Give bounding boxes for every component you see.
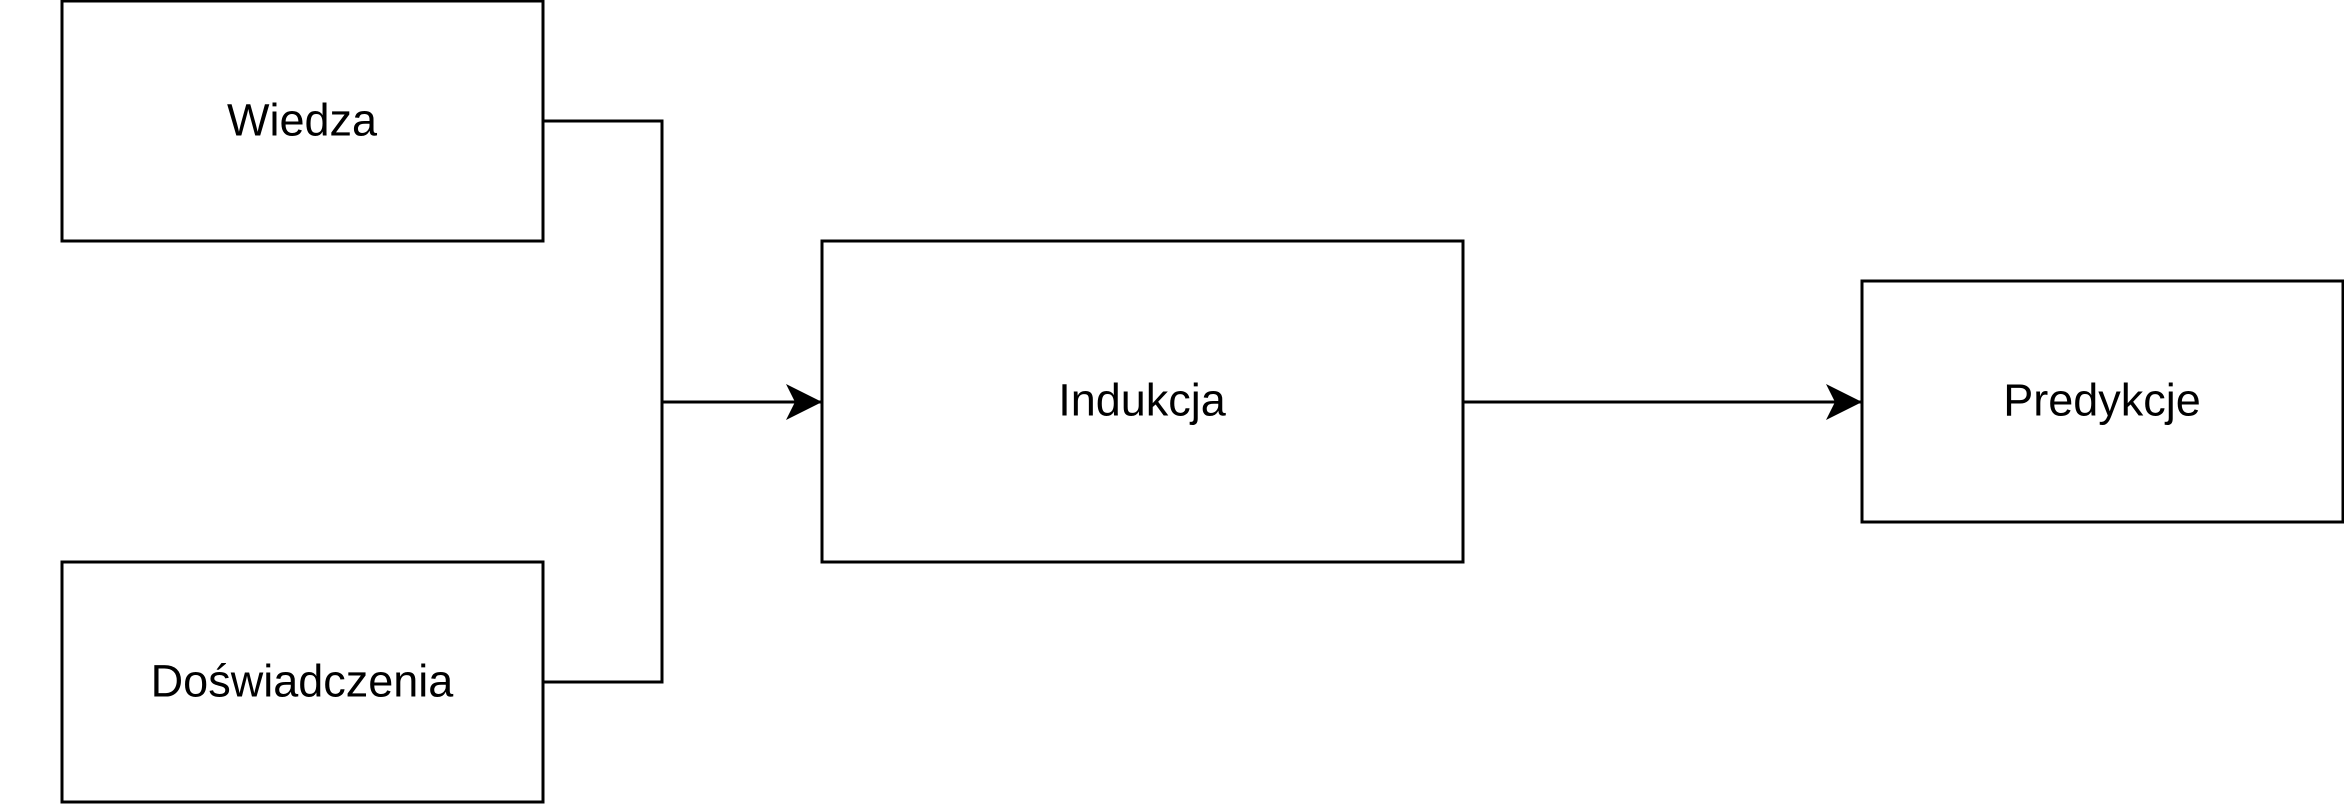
node-indukcja: Indukcja (820, 239, 1465, 564)
node-indukcja-label: Indukcja (1058, 375, 1227, 426)
node-doswiadczenia: Doświadczenia (60, 560, 545, 804)
node-doswiadczenia-box (60, 560, 545, 804)
node-wiedza-label: Wiedza (227, 95, 378, 146)
node-indukcja-box (820, 239, 1465, 564)
node-wiedza-box (60, 0, 545, 243)
connector-wiedza-to-junction (543, 119, 664, 402)
node-wiedza: Wiedza (60, 0, 545, 243)
node-predykcje: Predykcje (1860, 279, 2344, 524)
node-predykcje-box (1860, 279, 2344, 524)
connector-doswiadczenia-to-junction (543, 402, 664, 684)
connectors (543, 119, 1862, 684)
node-predykcje-label: Predykcje (2003, 375, 2201, 426)
node-doswiadczenia-label: Doświadczenia (151, 656, 455, 707)
